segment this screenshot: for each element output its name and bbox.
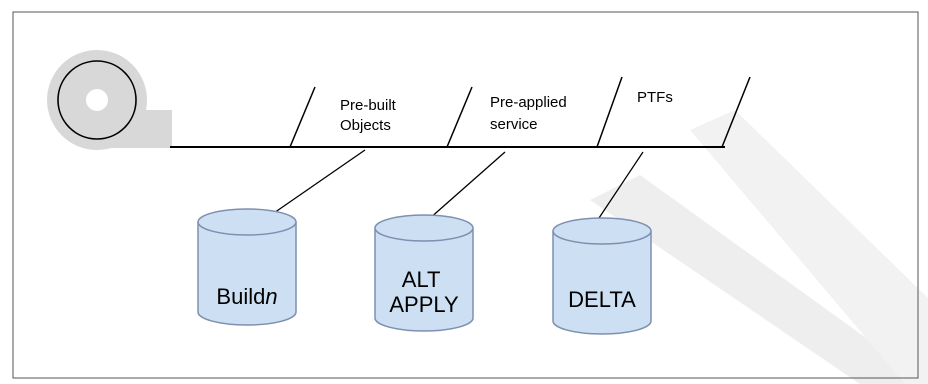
segment-label-ptfs: PTFs [637,89,673,106]
database-altapply: ALT APPLY [374,214,474,332]
database-label-delta-line1: DELTA [568,287,636,312]
segment-label-prebuilt: Pre-built Objects [340,97,400,134]
database-delta: DELTA [552,217,652,335]
divider-4 [721,76,751,148]
tape-reel-icon [47,50,172,150]
segment-label-prebuilt-line2: Objects [340,117,391,134]
divider-1 [289,86,316,148]
segment-label-prebuilt-line1: Pre-built [340,97,397,114]
segment-dividers [289,76,751,148]
database-label-altapply-line1: ALT [402,267,440,292]
database-label-altapply: ALT APPLY [389,267,459,317]
segment-label-preapplied-line2: service [490,116,538,133]
segment-label-ptfs-line1: PTFs [637,89,673,106]
segment-label-preapplied: Pre-applied service [490,94,571,133]
divider-2 [446,86,473,148]
database-build: Buildn [197,208,297,326]
database-label-altapply-line2: APPLY [389,292,459,317]
divider-3 [596,76,623,148]
diagram-frame [12,11,919,379]
database-label-build: Buildn [216,284,277,309]
watermark [590,110,928,384]
segment-label-preapplied-line1: Pre-applied [490,94,567,111]
database-label-delta: DELTA [568,287,636,312]
